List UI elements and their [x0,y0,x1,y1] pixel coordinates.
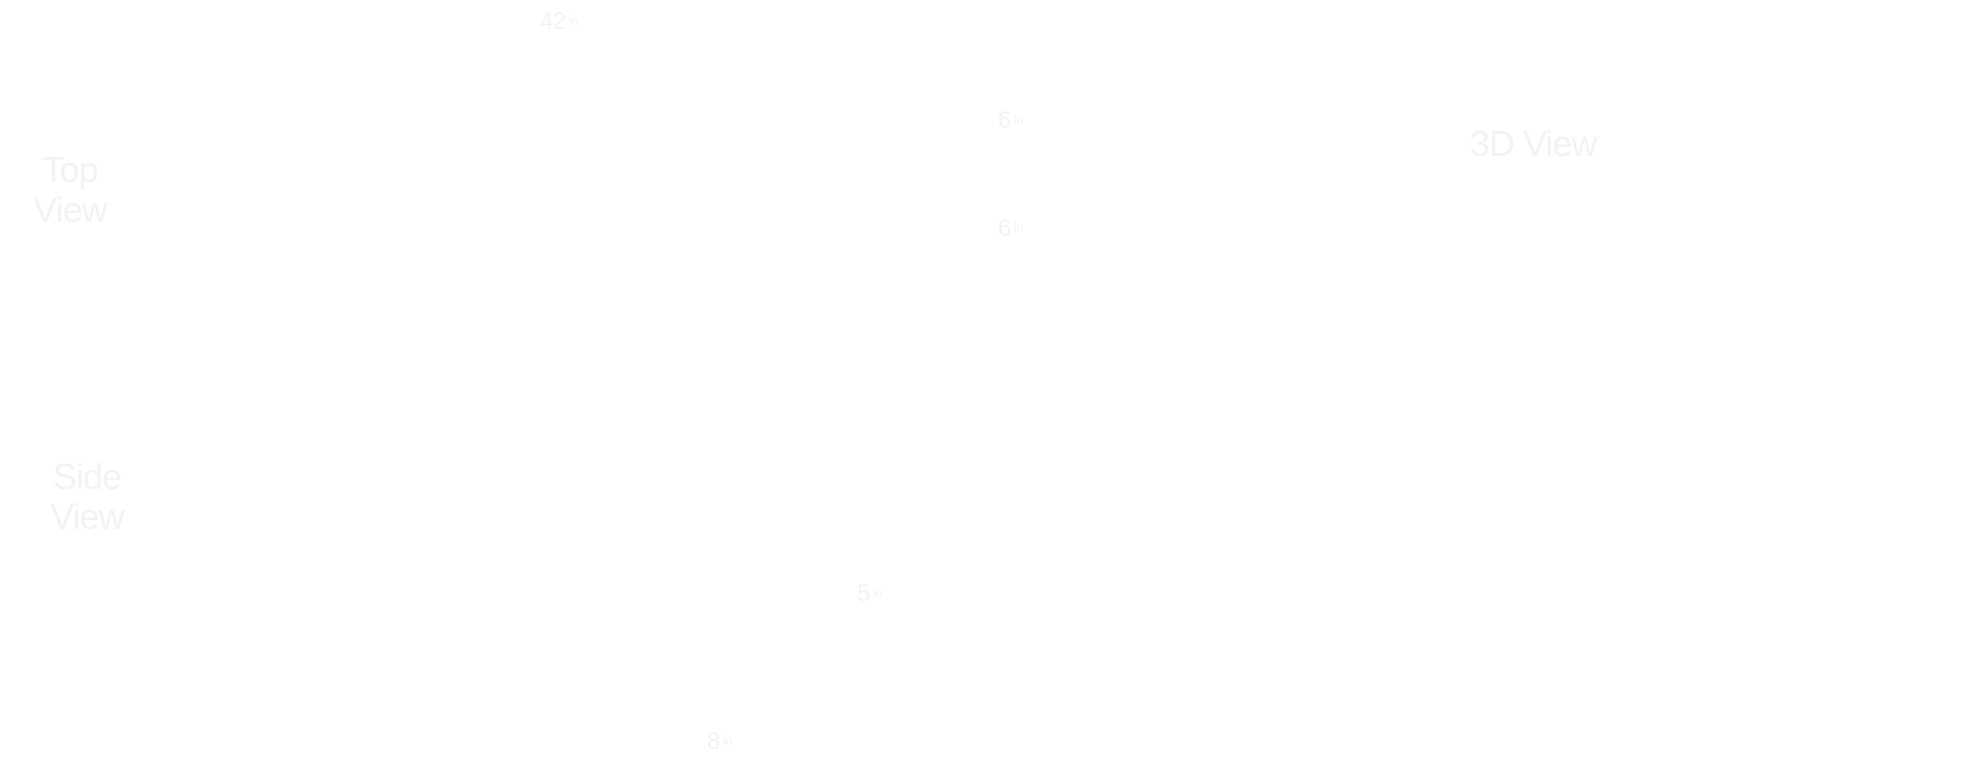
three-d-view-title: 3D View [1470,123,1597,164]
side-width-unit: in [722,733,733,748]
top-depth-upper-value: 6 [998,107,1011,134]
side-width-value: 8 [707,728,720,755]
top-view-title-line2: View [33,189,107,230]
top-depth-lower-value: 6 [998,215,1011,242]
top-view-title-line1: Top [42,149,98,190]
side-height-value: 5 [857,580,870,607]
side-view-title: Side View [47,457,127,537]
top-view-title: Top View [30,150,110,230]
top-depth-upper-unit: in [1013,112,1024,127]
side-view-title-line2: View [50,496,124,537]
side-view-title-line1: Side [52,456,122,497]
top-width-unit: in [568,13,579,28]
top-width-value: 42 [540,8,566,35]
side-height-unit: in [872,585,883,600]
top-depth-lower-unit: in [1013,220,1024,235]
